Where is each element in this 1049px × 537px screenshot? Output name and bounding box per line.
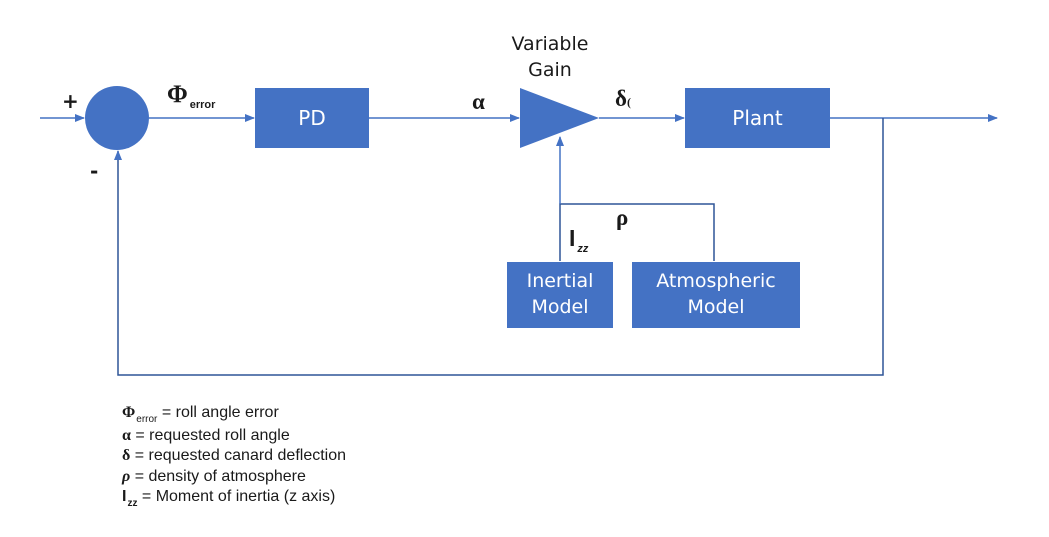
legend-row: α = requested roll angle bbox=[122, 426, 346, 447]
legend-subscript: zz bbox=[127, 498, 138, 509]
legend-row: Φerror = roll angle error bbox=[122, 403, 346, 426]
legend-symbol: δ bbox=[122, 447, 131, 464]
izz-symbol: I bbox=[569, 225, 576, 251]
delta-label: δ( bbox=[615, 86, 631, 112]
legend-text: = requested canard deflection bbox=[130, 447, 347, 464]
inertial-model-label: Inertial Model bbox=[526, 270, 594, 318]
feedback-path bbox=[114, 118, 884, 376]
legend-row: ρ = density of atmosphere bbox=[122, 467, 346, 488]
plus-sign: + bbox=[62, 89, 79, 113]
pd-label: PD bbox=[298, 105, 326, 130]
alpha-label: α bbox=[472, 89, 485, 114]
legend-symbol: Φ bbox=[122, 404, 136, 421]
plant-block: Plant bbox=[685, 88, 830, 148]
phi-symbol: Φ bbox=[167, 81, 188, 108]
inertial-model-block: Inertial Model bbox=[507, 262, 613, 328]
minus-sign: - bbox=[90, 159, 99, 183]
atmospheric-model-label: Atmospheric Model bbox=[656, 270, 776, 318]
inertial-connection bbox=[559, 203, 715, 261]
legend-row: δ = requested canard deflection bbox=[122, 446, 346, 467]
variable-gain-label: Variable Gain bbox=[511, 33, 589, 81]
legend-text: = Moment of inertia (z axis) bbox=[137, 488, 336, 505]
delta-subscript: ( bbox=[626, 95, 631, 109]
legend-row: Izz = Moment of inertia (z axis) bbox=[122, 487, 346, 510]
pd-block: PD bbox=[255, 88, 369, 148]
plant-label: Plant bbox=[732, 105, 783, 130]
legend: Φerror = roll angle error α = requested … bbox=[122, 403, 346, 510]
legend-symbol: ρ bbox=[122, 467, 131, 485]
legend-text: = requested roll angle bbox=[130, 426, 290, 444]
delta-symbol: δ bbox=[615, 86, 627, 111]
izz-subscript: zz bbox=[577, 243, 589, 255]
legend-text: = roll angle error bbox=[157, 404, 279, 421]
phi-subscript: error bbox=[189, 99, 216, 111]
rho-label: ρ bbox=[616, 205, 629, 230]
summing-junction bbox=[85, 86, 149, 150]
atmospheric-model-block: Atmospheric Model bbox=[632, 262, 800, 328]
legend-symbol: α bbox=[122, 426, 131, 444]
variable-gain-triangle bbox=[520, 88, 599, 148]
legend-text: = density of atmosphere bbox=[130, 467, 306, 485]
legend-subscript: error bbox=[136, 414, 158, 425]
legend-symbol: I bbox=[122, 488, 127, 505]
